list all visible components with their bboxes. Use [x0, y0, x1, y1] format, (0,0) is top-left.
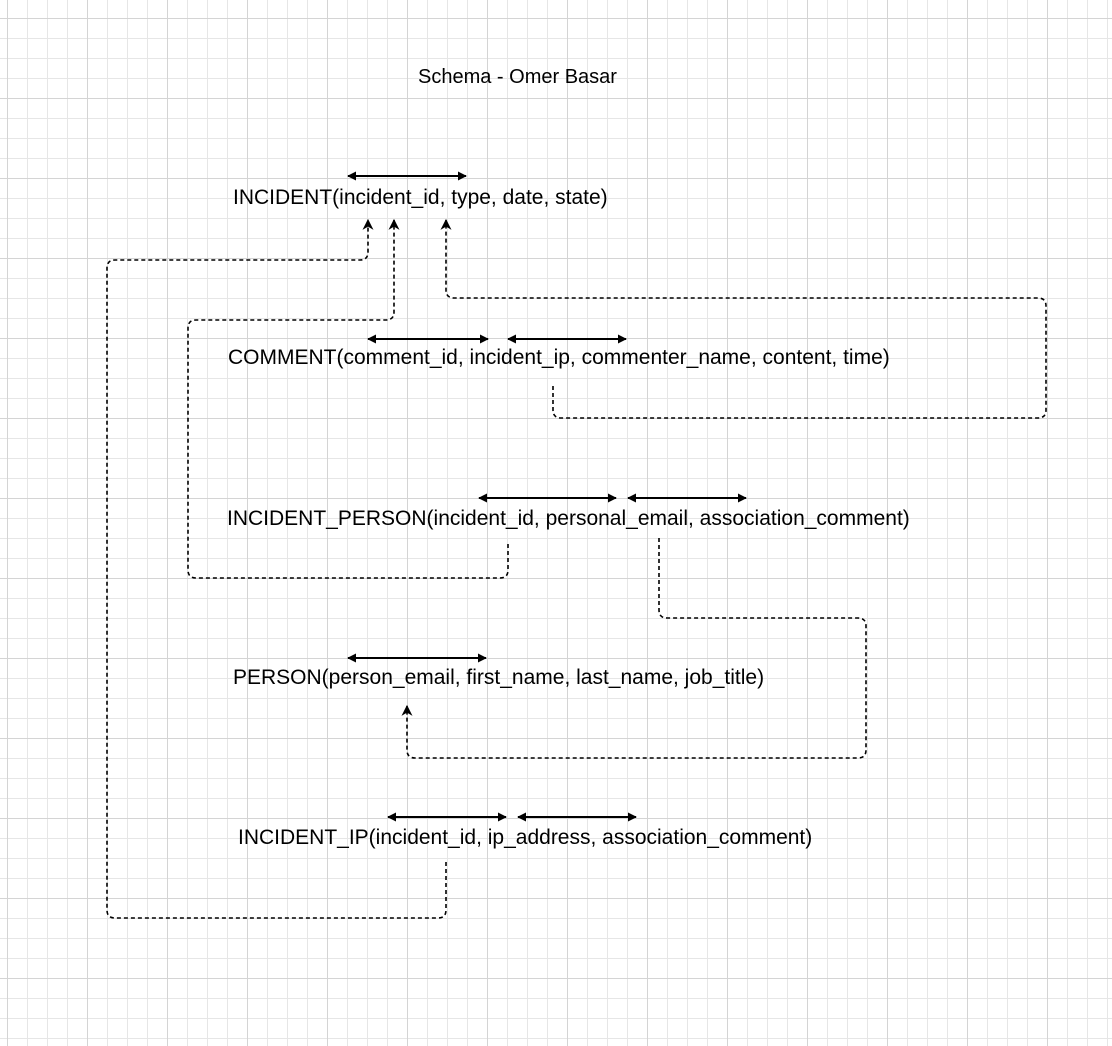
relation-person: PERSON(person_email, first_name, last_na… [233, 666, 765, 689]
diagram-title: Schema - Omer Basar [418, 66, 617, 88]
connector-incident-person-to-person [401, 538, 867, 759]
connector-incident-ip-to-incident [106, 218, 447, 919]
connector-incident-person-to-incident [187, 218, 509, 579]
relation-incident: INCIDENT(incident_id, type, date, state) [233, 186, 608, 209]
connector-comment-to-incident [440, 218, 1047, 419]
relation-comment: COMMENT(comment_id, incident_ip, comment… [228, 346, 890, 369]
relation-incident-person: INCIDENT_PERSON(incident_id, personal_em… [227, 507, 910, 530]
relation-incident-ip: INCIDENT_IP(incident_id, ip_address, ass… [238, 826, 813, 849]
